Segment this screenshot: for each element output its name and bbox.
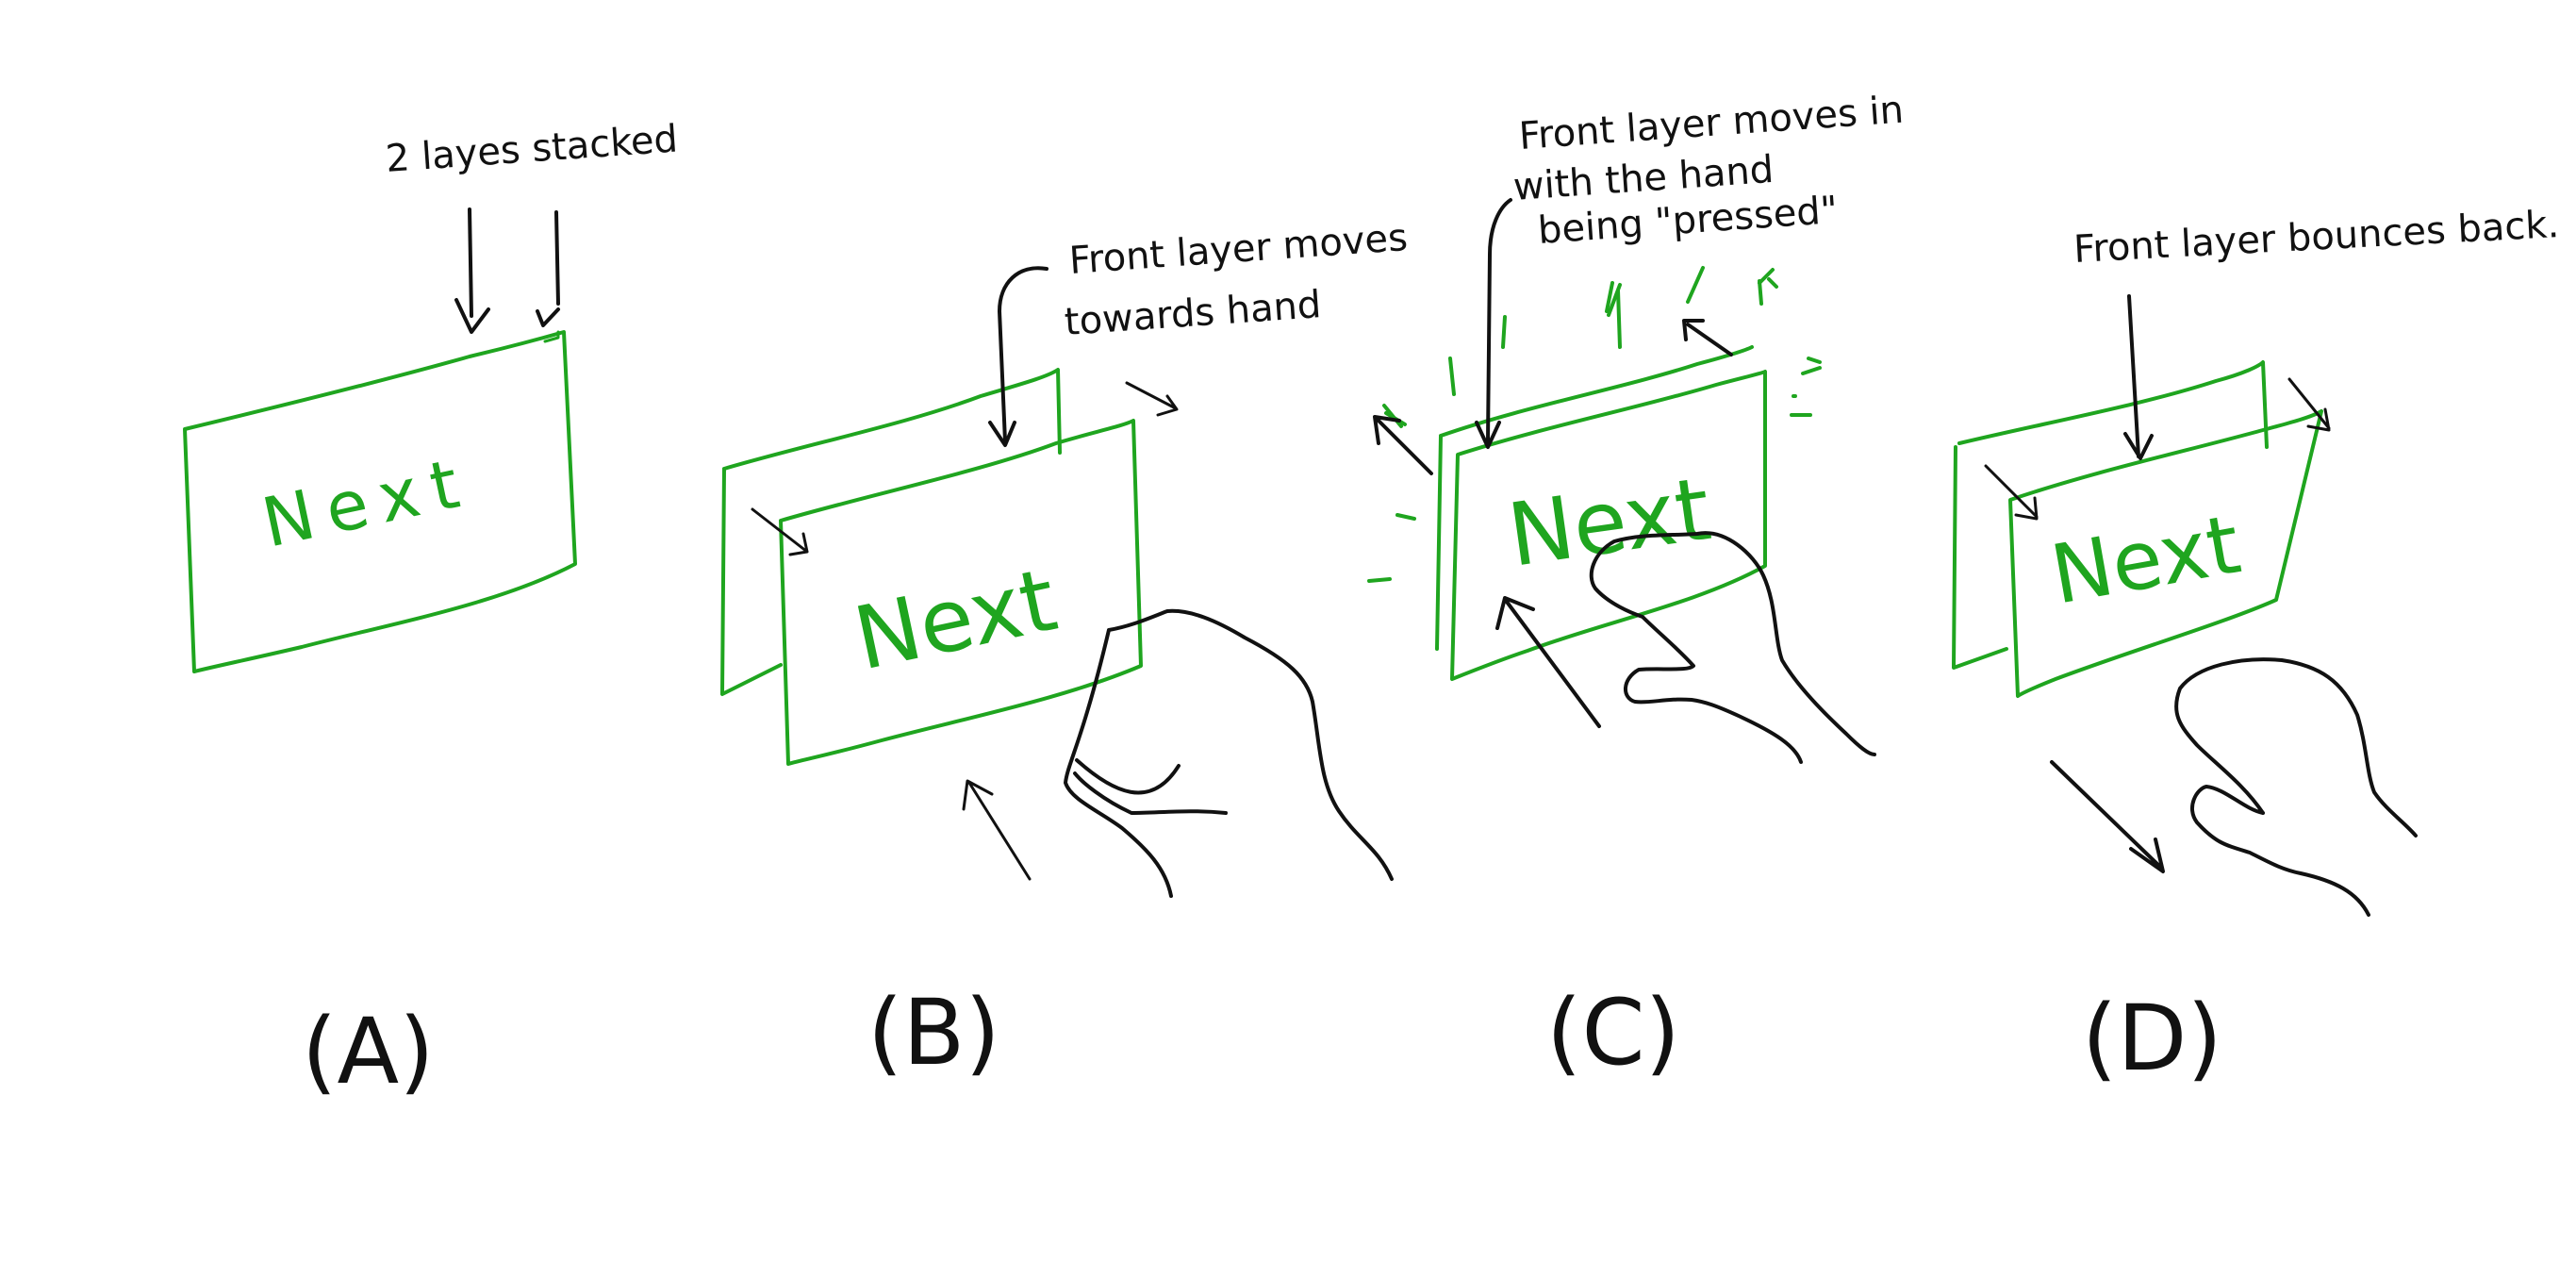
panel-c-motion-arrow-left [1373, 415, 1433, 475]
panel-d-back-layer [1952, 360, 2269, 670]
panel-c-motion-arrow-bottom [1495, 596, 1601, 728]
panel-d-motion-arrow-left [1984, 464, 2039, 521]
panel-b-back-layer [720, 368, 1062, 696]
panel-d-front-layer [2008, 409, 2323, 698]
panel-a-arrow-right [536, 210, 560, 327]
panel-b: Next Front layer moves towards hand (B) [720, 216, 1409, 1086]
panel-a: Next 2 layes stacked (A) [183, 117, 679, 1104]
panel-a-note: 2 layes stacked [384, 117, 679, 181]
panel-d-label: (D) [2082, 986, 2222, 1091]
panel-b-motion-arrow-bottom [962, 779, 1032, 881]
panel-c-back-layer [1435, 345, 1754, 651]
panel-c-note-line-1: Front layer moves in [1517, 89, 1905, 158]
panel-d-button-text: Next [2044, 497, 2247, 622]
panel-a-layer-card [183, 330, 577, 673]
panel-d-hand-icon [2174, 657, 2418, 917]
panel-c-button-text: Next [1502, 458, 1716, 587]
panel-b-button-text: Next [846, 549, 1065, 689]
panel-d-callout-arrow [2123, 294, 2154, 460]
panel-b-note-line-1: Front layer moves [1067, 216, 1409, 283]
panel-a-arrow-left [454, 207, 490, 334]
panel-b-callout-arrow [988, 266, 1049, 447]
panel-d-motion-arrow-bottom [2050, 760, 2165, 873]
panel-c-callout-arrow [1475, 198, 1512, 449]
panel-b-motion-arrow-left [751, 507, 809, 556]
panel-d: Next Front layer bounces back. (D) [1952, 203, 2560, 1091]
panel-b-front-layer [779, 419, 1143, 766]
panel-c-motion-arrow-right [1682, 319, 1733, 357]
panel-c-hand-icon [1589, 531, 1876, 764]
panel-a-label: (A) [302, 999, 435, 1104]
panel-d-note: Front layer bounces back. [2072, 203, 2560, 272]
panel-b-hand-icon [1064, 608, 1394, 898]
panel-b-note-line-2: towards hand [1063, 283, 1322, 344]
panel-c-front-layer [1450, 370, 1767, 681]
panel-b-motion-arrow-top [1125, 381, 1179, 417]
panel-b-label: (B) [867, 980, 1000, 1086]
panel-a-back-layer-edge [543, 330, 560, 343]
panel-d-motion-arrow-right [2287, 377, 2331, 432]
panel-a-button-text: Next [256, 441, 478, 563]
panel-c-label: (C) [1546, 980, 1680, 1086]
panel-c: Next Front layer moves in with the hand … [1367, 89, 1905, 1086]
panel-c-burst-marks [1382, 266, 1822, 428]
